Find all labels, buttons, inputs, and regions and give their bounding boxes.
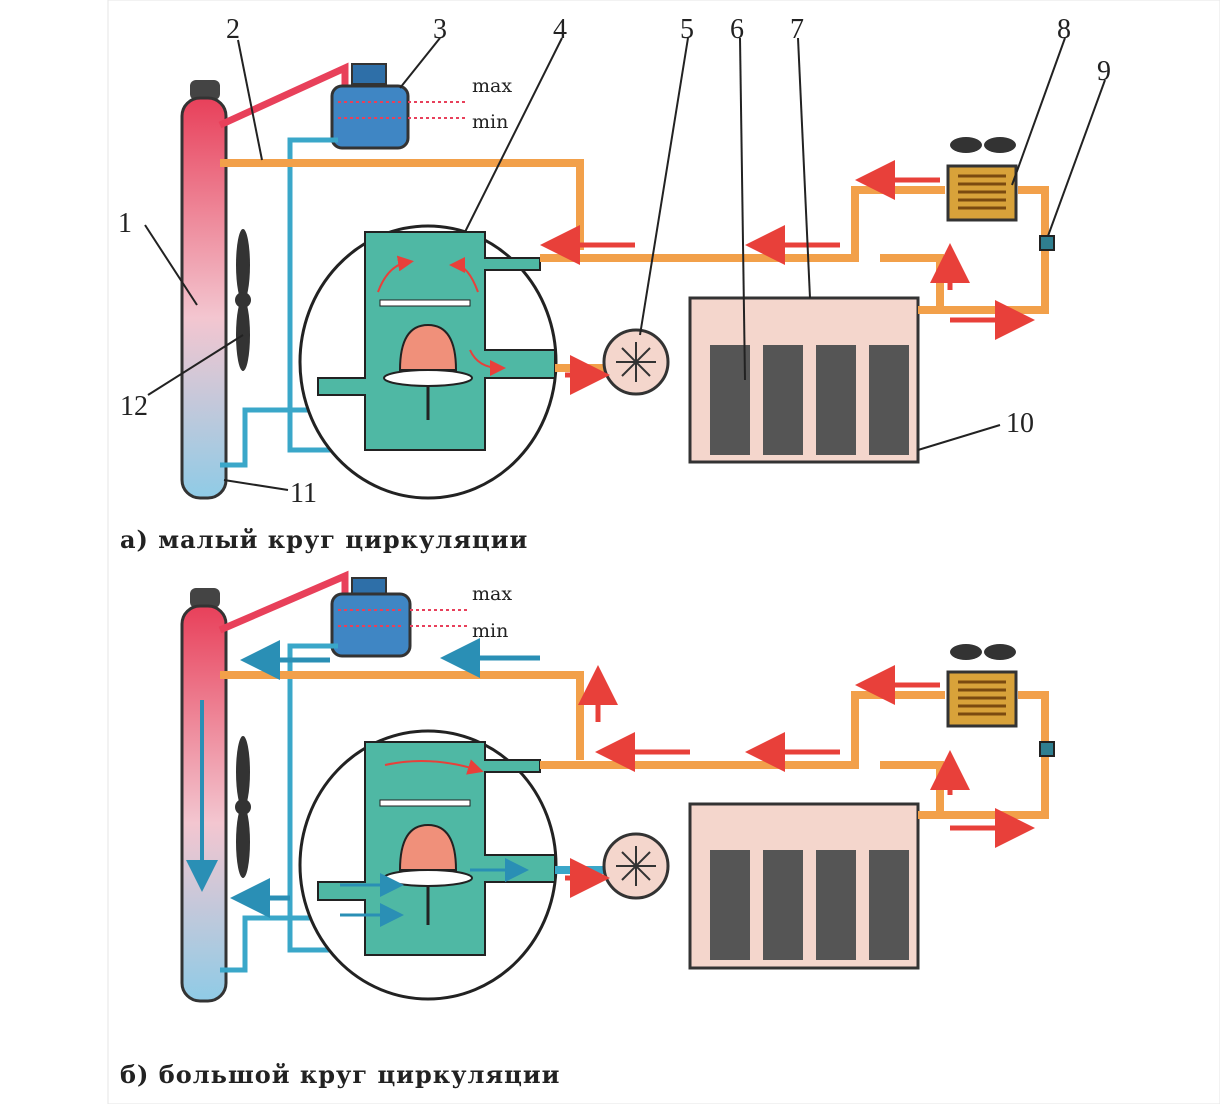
caption-b: б) большой круг циркуляции: [120, 1060, 560, 1089]
caption-a: а) малый круг циркуляции: [120, 525, 528, 554]
engine-out-pipe-a: [540, 186, 945, 262]
label-1: 1: [118, 208, 132, 239]
label-5: 5: [680, 14, 694, 45]
level-max-b: max: [472, 583, 512, 605]
label-12: 12: [120, 391, 148, 422]
valve-icon-b: [1039, 741, 1055, 757]
label-6: 6: [730, 14, 744, 45]
engine-block-a: [688, 296, 920, 464]
engine-out-pipe-b: [540, 691, 945, 769]
engine-block-b: [688, 802, 920, 970]
fan-icon-a: [235, 229, 251, 371]
label-2: 2: [226, 14, 240, 45]
cold-pipe-a: [287, 137, 340, 453]
heater-icon-a: [946, 137, 1018, 222]
frame: [107, 0, 1220, 1104]
diagram-small-circuit: 1 2 3 4 5 6 7 8 9 10 11 12 max min а) ма…: [118, 14, 1111, 554]
pump-icon-a: [602, 328, 670, 396]
heater-icon-b: [946, 644, 1018, 728]
expansion-tank-a: [330, 63, 468, 150]
label-10: 10: [1006, 408, 1034, 439]
level-max-a: max: [472, 75, 512, 97]
thermostat-a: [298, 224, 558, 500]
level-min-a: min: [472, 111, 508, 133]
thermostat-b: [298, 729, 558, 1001]
radiator-b: [180, 588, 251, 1003]
fan-icon-b: [235, 736, 251, 878]
pump-icon-b: [602, 832, 670, 900]
warm-pipe-top-a: [220, 159, 584, 250]
level-min-b: min: [472, 620, 508, 642]
cold-pipe-b: [287, 643, 340, 953]
label-3: 3: [433, 14, 447, 45]
label-11: 11: [290, 478, 317, 509]
label-9: 9: [1097, 56, 1111, 87]
radiator-a: [180, 80, 251, 500]
radiator-return-pipe-b: [220, 915, 340, 973]
label-8: 8: [1057, 14, 1071, 45]
valve-icon-a: [1039, 235, 1055, 251]
diagram-large-circuit: max min б) большой круг циркуляции: [120, 570, 1055, 1089]
hot-pipe-a: [218, 62, 349, 129]
label-4: 4: [553, 14, 567, 45]
hot-pipe-b: [218, 570, 349, 634]
label-7: 7: [790, 14, 804, 45]
expansion-tank-b: [330, 577, 468, 658]
radiator-return-pipe-a: [220, 407, 340, 468]
